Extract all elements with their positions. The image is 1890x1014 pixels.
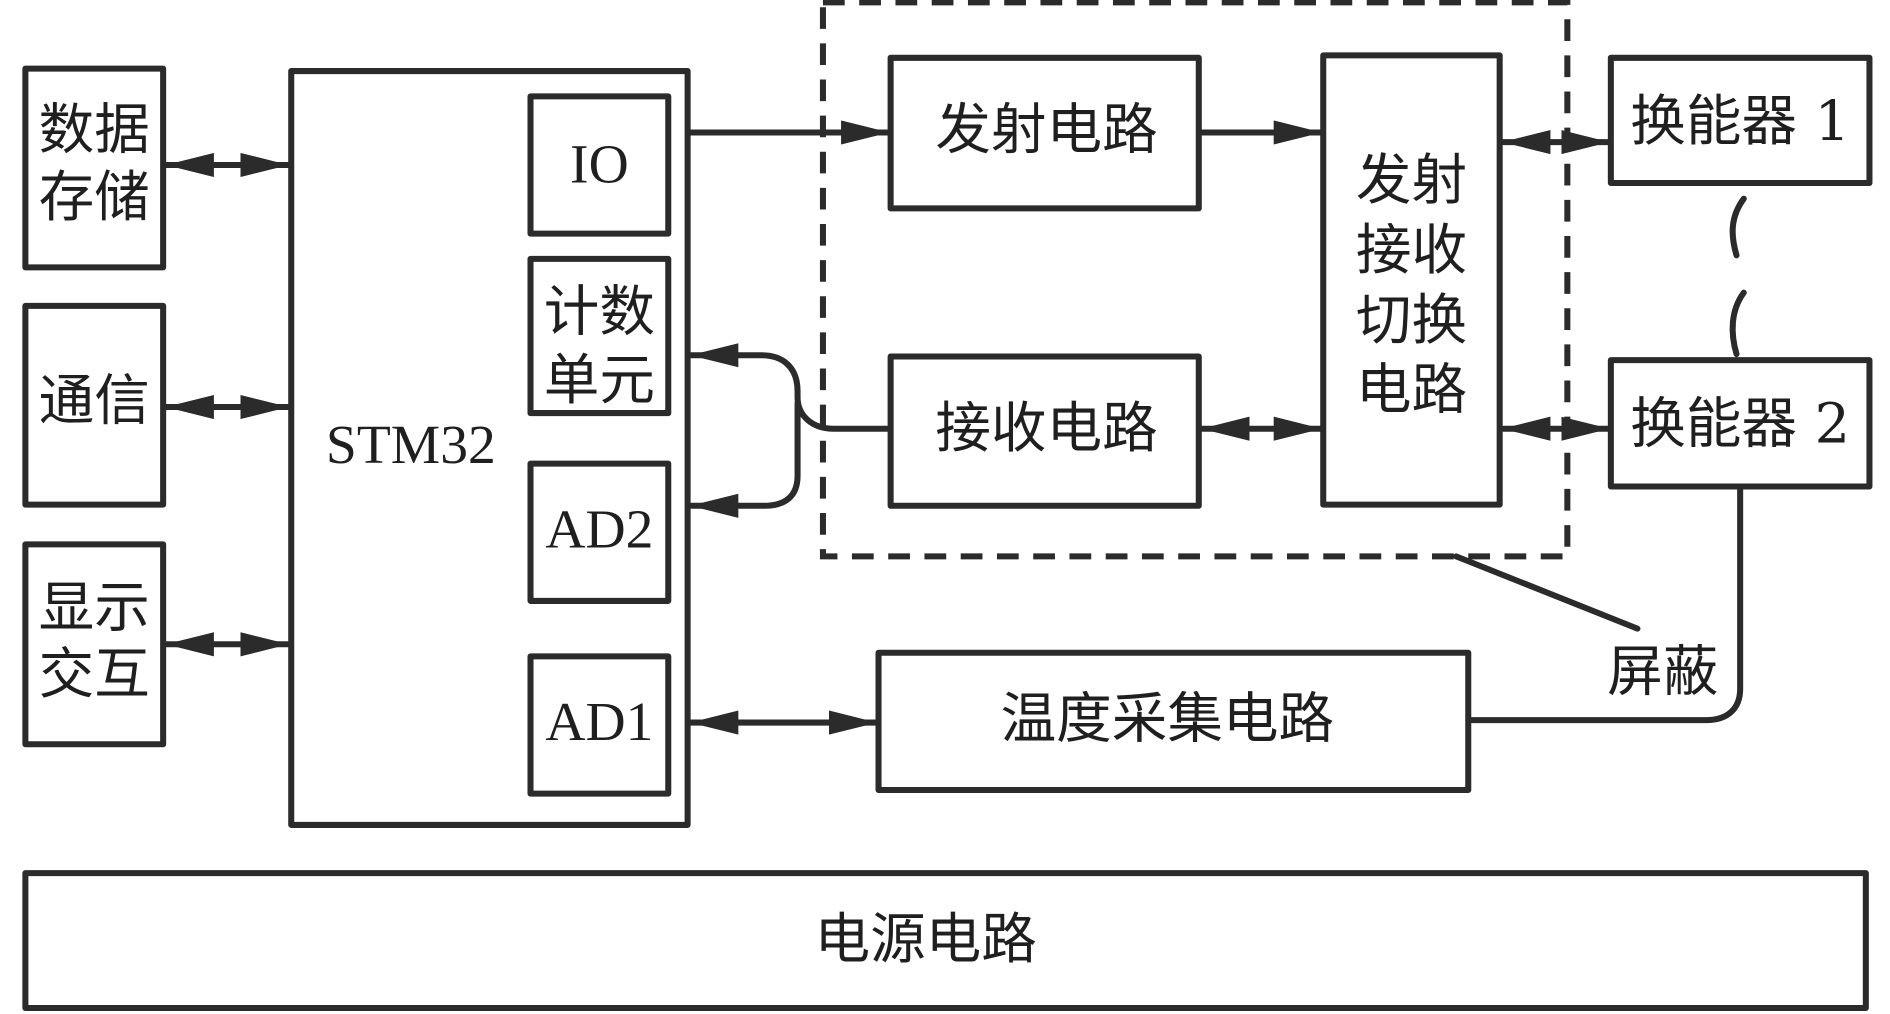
wave-link-icon (1729, 195, 1747, 259)
communication-block: 通信 (22, 302, 167, 508)
transceiver-enclosure (819, 0, 1571, 560)
counter-unit-block: 计数 单元 (527, 255, 672, 417)
transmit-circuit-block: 发射电路 (887, 54, 1202, 212)
transducer-1-block: 换能器 1 (1607, 54, 1873, 187)
power-circuit-block: 电源电路 (22, 870, 1869, 1011)
display-interaction-label-line1: 显示 (39, 576, 150, 641)
transducer-2-block: 换能器 2 (1607, 357, 1873, 490)
tx-rx-switch-label-line1: 发射 (1356, 148, 1467, 213)
ad2-label: AD2 (545, 499, 653, 560)
tx-rx-switch-label-line2: 接收 (1356, 218, 1467, 283)
display-interaction-block: 显示 交互 (22, 541, 167, 748)
shield-pointer-line (1453, 553, 1641, 632)
power-circuit-label: 电源电路 (815, 907, 1037, 972)
stm32-label: STM32 (326, 415, 496, 476)
counter-unit-label-line2: 单元 (544, 348, 655, 413)
data-storage-block: 数据 存储 (22, 65, 167, 271)
transducer-1-label: 换能器 1 (1630, 89, 1850, 154)
temperature-circuit-label: 温度采集电路 (1001, 687, 1334, 752)
ad1-label: AD1 (545, 692, 653, 753)
data-storage-label-line1: 数据 (39, 98, 150, 163)
tx-rx-switch-block: 发射 接收 切换 电路 (1320, 52, 1503, 508)
io-label: IO (570, 135, 629, 196)
temperature-circuit-block: 温度采集电路 (875, 649, 1472, 794)
tx-rx-switch-label-line4: 电路 (1356, 358, 1467, 423)
data-storage-label-line2: 存储 (39, 165, 150, 230)
receive-circuit-label: 接收电路 (935, 396, 1157, 461)
receive-circuit-block: 接收电路 (887, 353, 1202, 509)
wave-link-icon (1729, 289, 1747, 358)
transducer2-to-temperature-line (1468, 485, 1744, 724)
transducer-2-label: 换能器 2 (1630, 391, 1850, 456)
communication-label: 通信 (39, 369, 150, 434)
display-interaction-label-line2: 交互 (39, 642, 150, 707)
tx-rx-switch-label-line3: 切换 (1356, 288, 1467, 353)
shield-label: 屏蔽 (1607, 640, 1718, 705)
transmit-circuit-label: 发射电路 (935, 98, 1157, 163)
ad1-block: AD1 (527, 653, 672, 797)
ad2-block: AD2 (527, 460, 672, 604)
receive-to-ad2-arrow (688, 400, 801, 518)
io-block: IO (527, 93, 672, 237)
counter-unit-label-line1: 计数 (544, 279, 655, 344)
receive-to-counter-arrow (688, 343, 894, 432)
